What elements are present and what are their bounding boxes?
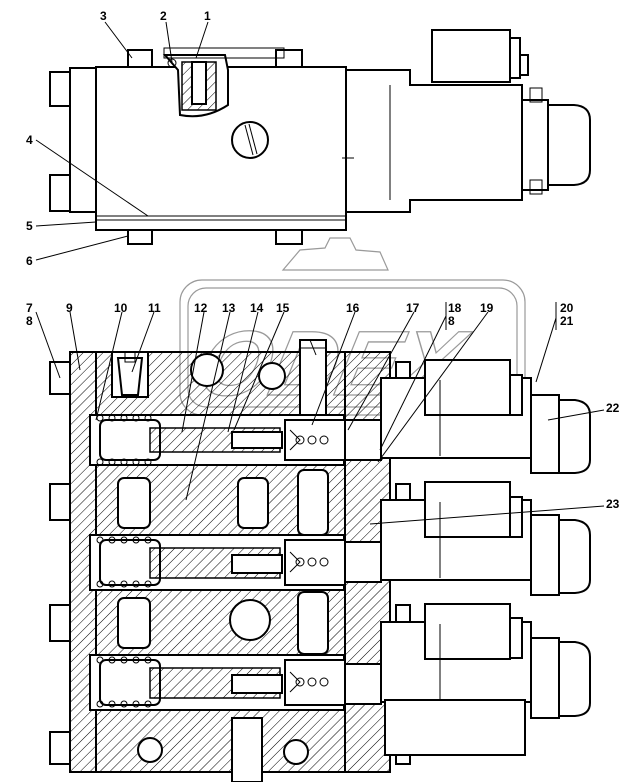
callout-15: 15 [276, 301, 290, 315]
solenoid-cap [558, 641, 591, 717]
callout-8b: 8 [448, 314, 455, 328]
callout-16: 16 [346, 301, 360, 315]
callout-5: 5 [26, 219, 33, 233]
callout-17: 17 [406, 301, 420, 315]
spool-section-2 [89, 534, 346, 591]
solenoid-housing [345, 69, 523, 213]
solenoid-stack [344, 359, 591, 756]
callout-14: 14 [250, 301, 264, 315]
end-plate [69, 67, 99, 213]
callout-22: 22 [606, 401, 620, 415]
spool-section-1 [89, 414, 346, 466]
callout-19: 19 [480, 301, 494, 315]
solenoid-cap [558, 519, 591, 594]
top-bolt [275, 49, 303, 69]
spring-left [96, 414, 152, 708]
callout-3: 3 [100, 9, 107, 23]
port-hole [137, 737, 163, 763]
adjust-screw [231, 121, 269, 159]
bottom-plug [231, 717, 263, 782]
solenoid-cap [547, 104, 591, 186]
callout-7: 7 [26, 301, 33, 315]
callout-10: 10 [114, 301, 128, 315]
solenoid-cap [558, 399, 591, 474]
callout-6: 6 [26, 254, 33, 268]
side-bolt [49, 174, 71, 212]
callout-8: 8 [26, 314, 33, 328]
callout-11: 11 [148, 301, 161, 315]
side-bolt [49, 731, 71, 765]
callout-21: 21 [560, 314, 574, 328]
callout-12: 12 [194, 301, 208, 315]
callout-13: 13 [222, 301, 236, 315]
section-view [49, 339, 591, 782]
port-hole [258, 362, 286, 390]
solenoid-connector [431, 29, 511, 83]
side-bolt [49, 483, 71, 521]
callout-18: 18 [448, 301, 462, 315]
side-bolt [49, 71, 71, 107]
side-bolt [49, 604, 71, 642]
callout-20: 20 [560, 301, 574, 315]
callout-9: 9 [66, 301, 73, 315]
relief-plug [299, 339, 327, 416]
solenoid-coil [521, 99, 549, 191]
callout-2: 2 [160, 9, 167, 23]
top-view [49, 29, 591, 245]
check-ball [229, 599, 271, 641]
spool-section-3 [89, 654, 346, 711]
callout-labels: 1 2 3 4 5 6 7 8 9 10 11 12 13 14 15 16 1… [26, 9, 620, 511]
callout-4: 4 [26, 133, 33, 147]
leader-lines [35, 21, 605, 525]
port-hole [283, 739, 309, 765]
top-bolt [127, 49, 153, 69]
callout-23: 23 [606, 497, 620, 511]
callout-1: 1 [204, 9, 211, 23]
